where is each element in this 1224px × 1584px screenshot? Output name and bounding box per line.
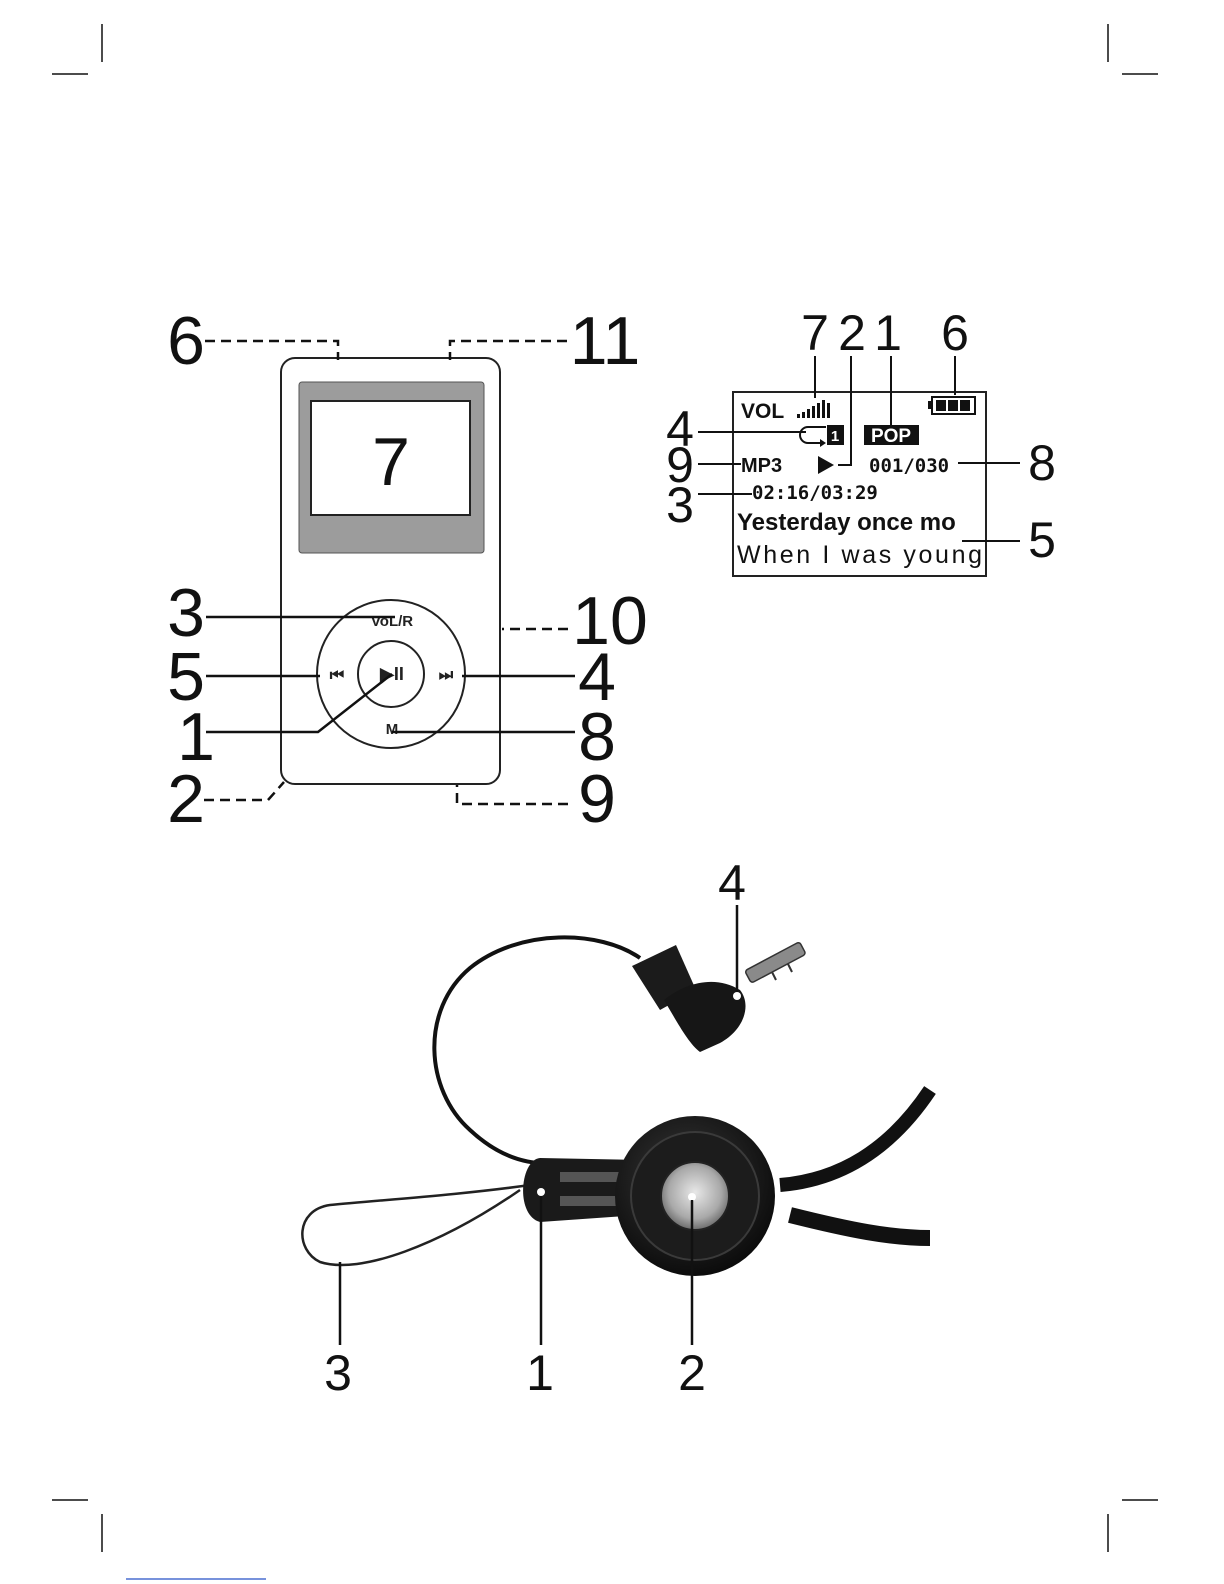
player-screen-number: 7	[372, 424, 410, 500]
earphone-cable-lower	[790, 1215, 930, 1238]
earphone-diagram: 4 3 1 2	[302, 855, 930, 1401]
vol-label: VoL/R	[371, 613, 413, 630]
callout-right-4: 9	[578, 761, 616, 837]
lcd-diagram: VOL 1 POP MP3 001/030 02:16/03:	[666, 305, 1056, 576]
player-diagram: 7 VoL/R M ▶II ⏮ ⏭ 6 11 3 5 1 2 10 4 8 9	[167, 303, 648, 837]
battery-icon	[928, 397, 975, 414]
earphone-callout-clip: 1	[526, 1345, 554, 1401]
earphone-cable-upper	[780, 1090, 930, 1185]
lcd-callout-left-3: 3	[666, 477, 694, 533]
repeat-badge: 1	[831, 428, 839, 445]
lcd-callout-top-2: 2	[838, 305, 866, 361]
lcd-callout-right-1: 8	[1028, 435, 1056, 491]
wrist-strap	[302, 1185, 530, 1265]
lcd-callout-top-4: 6	[941, 305, 969, 361]
lcd-time: 02:16/03:29	[752, 482, 878, 504]
callout-top-right: 11	[570, 303, 641, 379]
lcd-callout-right-2: 5	[1028, 512, 1056, 568]
lcd-callout-top-3: 1	[874, 305, 902, 361]
lcd-lyric-line: When I was young	[737, 541, 982, 569]
menu-label: M	[386, 721, 399, 738]
earphone-callout-strap: 3	[324, 1345, 352, 1401]
prev-icon: ⏮	[330, 667, 344, 684]
callout-left-4: 2	[167, 761, 205, 837]
lcd-vol-label: VOL	[741, 400, 784, 423]
next-icon: ⏭	[439, 667, 454, 684]
lcd-title-line: Yesterday once mo	[737, 509, 956, 536]
eq-label: POP	[871, 426, 911, 447]
earphone-callout-plug: 4	[718, 855, 746, 911]
remote-pod	[615, 1116, 775, 1276]
lcd-track-counter: 001/030	[869, 455, 949, 477]
lcd-callout-top-1: 7	[801, 305, 829, 361]
cable-loop	[434, 937, 640, 1163]
lcd-format: MP3	[741, 455, 782, 477]
earphone-callout-button: 2	[678, 1345, 706, 1401]
audio-plug	[632, 942, 806, 1052]
callout-top-left: 6	[167, 303, 205, 379]
